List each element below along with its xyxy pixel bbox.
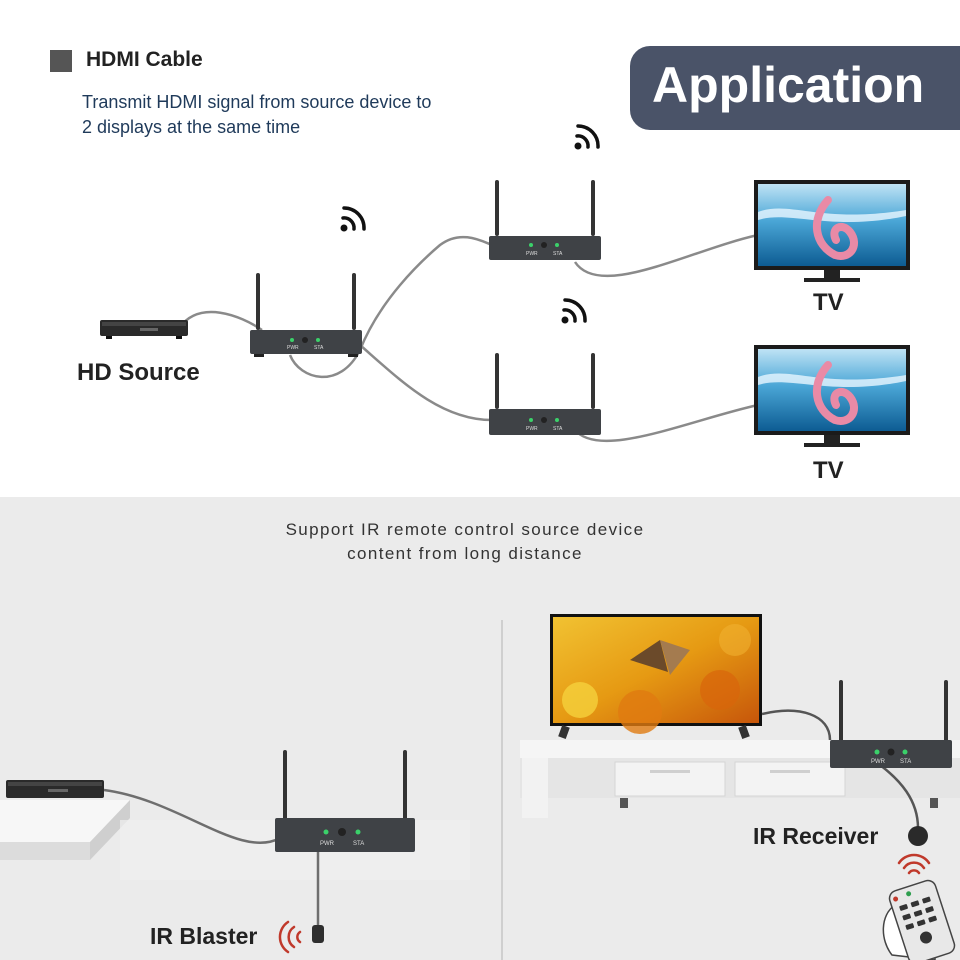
pwr-label: PWR xyxy=(526,251,538,257)
application-title: Application xyxy=(652,57,925,113)
pwr-label: PWR xyxy=(871,759,886,765)
hdmi-cable-legend-swatch xyxy=(50,50,72,72)
hd-source-player xyxy=(100,320,188,339)
bottom-description-line1: Support IR remote control source device xyxy=(285,520,645,539)
hd-source-label: HD Source xyxy=(77,359,200,386)
tv-label-1: TV xyxy=(813,289,844,316)
hdmi-cable-legend-label: HDMI Cable xyxy=(86,48,203,71)
dvd-player xyxy=(6,780,104,798)
top-description-line1: Transmit HDMI signal from source device … xyxy=(82,92,432,112)
ir-signal-icon xyxy=(897,853,931,875)
tv-display-1 xyxy=(754,180,910,282)
bottom-description-line2: content from long distance xyxy=(347,544,583,563)
receiver-device-1 xyxy=(489,180,601,260)
receiver-device-2 xyxy=(489,353,601,435)
device-led-labels: PWR STA PWR STA PWR STA PWR STA PWR STA xyxy=(287,251,911,847)
sta-label: STA xyxy=(553,426,563,432)
sta-label: STA xyxy=(553,251,563,257)
transmitter-device xyxy=(250,273,362,357)
ir-blaster-label: IR Blaster xyxy=(150,923,258,949)
pwr-label: PWR xyxy=(287,345,299,351)
top-description: Transmit HDMI signal from source device … xyxy=(82,90,542,140)
pwr-label: PWR xyxy=(526,426,538,432)
bottom-panel xyxy=(0,497,960,960)
wifi-signal-icon xyxy=(574,124,600,150)
bottom-description: Support IR remote control source device … xyxy=(230,518,700,566)
tv-display-2 xyxy=(754,345,910,447)
ir-signal-icon xyxy=(278,920,302,954)
transmitter-device-bottom xyxy=(275,750,415,852)
hdmi-cables-top xyxy=(178,233,759,443)
sta-label: STA xyxy=(353,841,364,847)
remote-control xyxy=(882,879,956,960)
sta-label: STA xyxy=(900,759,911,765)
wifi-signal-icon xyxy=(561,298,587,324)
sta-label: STA xyxy=(314,345,324,351)
pwr-label: PWR xyxy=(320,841,335,847)
wifi-signal-icon xyxy=(340,206,366,232)
tv-label-2: TV xyxy=(813,457,844,484)
receiver-device-bottom xyxy=(830,680,952,768)
ir-blaster-head xyxy=(312,925,324,943)
ir-receiver-eye xyxy=(908,826,928,846)
application-banner xyxy=(630,46,960,130)
ir-receiver-label: IR Receiver xyxy=(753,823,879,849)
hdmi-cable-bottom-right xyxy=(761,709,920,829)
hdmi-cable-bottom-left xyxy=(103,788,320,930)
tv-display-bottom xyxy=(550,614,762,740)
top-description-line2: 2 displays at the same time xyxy=(82,117,301,137)
